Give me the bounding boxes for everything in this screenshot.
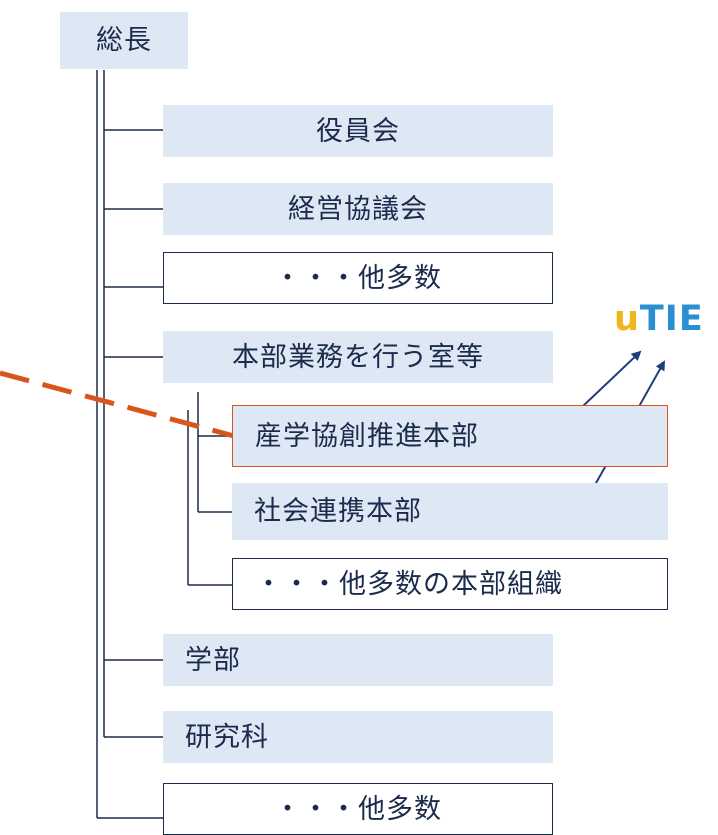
node-graduate-schools: 研究科 [163, 711, 553, 763]
node-board: 役員会 [163, 105, 553, 157]
node-president: 総長 [60, 12, 188, 69]
node-industry-academia: 産学協創推進本部 [232, 405, 668, 467]
node-others-2: ・・・他多数 [163, 783, 553, 835]
node-social-cooperation: 社会連携本部 [232, 483, 668, 540]
node-others-hq: ・・・他多数の本部組織 [232, 558, 668, 610]
utie-logo-suffix: TIE [639, 299, 704, 339]
utie-logo: uTIE [614, 302, 704, 337]
node-hq-offices: 本部業務を行う室等 [163, 331, 553, 383]
node-faculties: 学部 [163, 634, 553, 686]
arrow-industry-to-logo [581, 350, 642, 408]
node-management-council: 経営協議会 [163, 183, 553, 235]
node-others-1: ・・・他多数 [163, 252, 553, 304]
highlight-dashed-line [0, 370, 235, 439]
utie-logo-prefix: u [614, 299, 640, 339]
